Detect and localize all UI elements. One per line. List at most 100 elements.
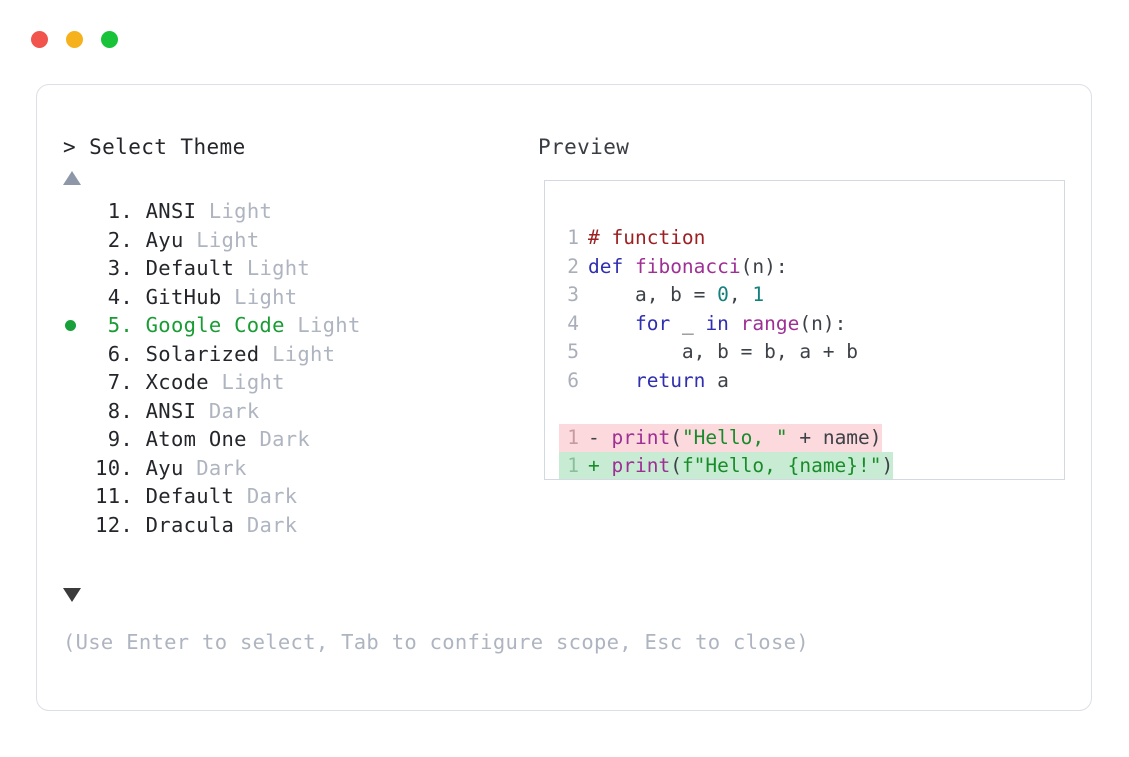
code-blank-line xyxy=(559,395,893,424)
code-token: # function xyxy=(588,226,706,249)
theme-item-spacer2 xyxy=(196,199,209,223)
theme-item-spacer xyxy=(133,228,146,252)
scroll-up-arrow-icon[interactable] xyxy=(63,171,81,185)
code-token: (n): xyxy=(740,254,788,278)
code-token: return xyxy=(634,368,706,392)
theme-list-item[interactable]: 1. ANSI Light xyxy=(63,197,513,226)
theme-item-name: GitHub xyxy=(145,284,222,309)
theme-list-item[interactable]: 8. ANSI Dark xyxy=(63,397,513,426)
code-token: for xyxy=(634,311,671,335)
diff-marker: - xyxy=(588,425,612,449)
theme-item-spacer2 xyxy=(259,342,272,366)
preview-label: Preview xyxy=(538,135,630,159)
theme-item-number: 3. xyxy=(95,256,133,281)
theme-item-spacer2 xyxy=(222,285,235,309)
theme-item-spacer xyxy=(133,256,146,280)
theme-item-spacer2 xyxy=(234,256,247,280)
code-token: a, b = b, a + b xyxy=(588,340,859,363)
prompt-caret-icon: > xyxy=(63,135,77,159)
selection-bullet-icon xyxy=(63,319,89,331)
prompt-header: > Select Theme xyxy=(63,135,246,159)
theme-list-item[interactable]: 10. Ayu Dark xyxy=(63,454,513,483)
window-titlebar xyxy=(0,0,1129,78)
code-token: ( xyxy=(670,425,682,449)
code-token xyxy=(588,312,635,335)
line-number: 1 xyxy=(567,226,579,249)
theme-item-variant: Light xyxy=(272,341,336,366)
theme-list-item[interactable]: 3. Default Light xyxy=(63,254,513,283)
code-token: "Hello, " xyxy=(681,425,788,449)
theme-list-item[interactable]: 6. Solarized Light xyxy=(63,340,513,369)
theme-item-variant: Light xyxy=(208,199,273,224)
theme-item-name: Ayu xyxy=(145,455,184,480)
code-token: ) xyxy=(881,454,894,477)
code-token xyxy=(729,312,741,335)
theme-item-spacer2 xyxy=(196,399,209,423)
theme-list-item[interactable]: 12. Dracula Dark xyxy=(63,511,513,540)
theme-list-item[interactable]: 7. Xcode Light xyxy=(63,368,513,397)
theme-item-variant: Dark xyxy=(196,455,247,480)
theme-item-variant: Dark xyxy=(246,512,298,537)
theme-item-variant: Light xyxy=(221,370,285,395)
theme-item-spacer2 xyxy=(184,228,197,252)
theme-item-spacer xyxy=(133,342,146,366)
theme-list-item[interactable]: 11. Default Dark xyxy=(63,482,513,511)
code-token: a, b = xyxy=(588,283,718,306)
diff-marker: + xyxy=(588,454,612,477)
code-token: (n): xyxy=(799,311,847,335)
theme-item-variant: Light xyxy=(297,313,361,338)
code-token: , xyxy=(728,283,753,306)
theme-item-name: Default xyxy=(145,256,235,281)
theme-picker-card: > Select Theme Preview 1. ANSI Light 2. … xyxy=(36,84,1092,711)
theme-item-name: Default xyxy=(145,484,235,509)
line-number: 4 xyxy=(567,311,579,335)
theme-item-spacer2 xyxy=(209,370,222,394)
code-token: 0 xyxy=(717,283,729,306)
theme-item-spacer2 xyxy=(234,484,247,508)
scroll-down-arrow-icon[interactable] xyxy=(63,588,81,602)
theme-list-item[interactable]: 2. Ayu Light xyxy=(63,226,513,255)
close-window-button[interactable] xyxy=(31,30,48,48)
theme-item-number: 4. xyxy=(95,284,133,309)
theme-item-spacer xyxy=(133,370,146,394)
theme-item-name: Google Code xyxy=(145,313,285,338)
theme-item-number: 7. xyxy=(95,370,133,395)
code-token: print xyxy=(611,425,671,449)
theme-item-spacer xyxy=(133,427,146,451)
code-line: 4 for _ in range(n): xyxy=(559,310,893,339)
theme-item-spacer2 xyxy=(234,513,247,537)
code-token xyxy=(588,369,635,392)
zoom-window-button[interactable] xyxy=(101,30,118,48)
code-line: 1 # function xyxy=(559,224,893,253)
theme-list-item[interactable]: 9. Atom One Dark xyxy=(63,425,513,454)
code-token: print xyxy=(611,454,671,477)
theme-item-spacer xyxy=(133,484,146,508)
code-line: 3 a, b = 0, 1 xyxy=(559,281,893,310)
theme-list-item[interactable]: 5. Google Code Light xyxy=(63,311,513,340)
theme-item-number: 2. xyxy=(95,227,133,252)
theme-item-name: Ayu xyxy=(145,227,184,252)
code-line: 6 return a xyxy=(559,367,893,396)
diff-line-removed: 1- print("Hello, " + name) xyxy=(559,423,882,452)
theme-item-name: Atom One xyxy=(145,427,247,452)
code-token: f"Hello, {name}!" xyxy=(681,454,882,477)
code-token: ( xyxy=(670,454,682,477)
line-number: 1 xyxy=(567,425,579,449)
theme-item-spacer xyxy=(133,399,146,423)
theme-list-item[interactable]: 4. GitHub Light xyxy=(63,283,513,312)
code-token: _ xyxy=(670,311,706,335)
theme-item-spacer xyxy=(133,199,146,223)
theme-item-spacer xyxy=(133,285,146,309)
theme-item-name: Dracula xyxy=(145,512,235,537)
theme-item-number: 1. xyxy=(95,199,133,224)
line-number: 2 xyxy=(567,254,579,278)
line-number: 1 xyxy=(567,454,579,477)
minimize-window-button[interactable] xyxy=(66,30,83,48)
theme-item-spacer xyxy=(133,513,146,537)
theme-item-variant: Light xyxy=(246,256,311,281)
code-token: 1 xyxy=(752,283,765,306)
keyboard-hint: (Use Enter to select, Tab to configure s… xyxy=(63,630,809,654)
